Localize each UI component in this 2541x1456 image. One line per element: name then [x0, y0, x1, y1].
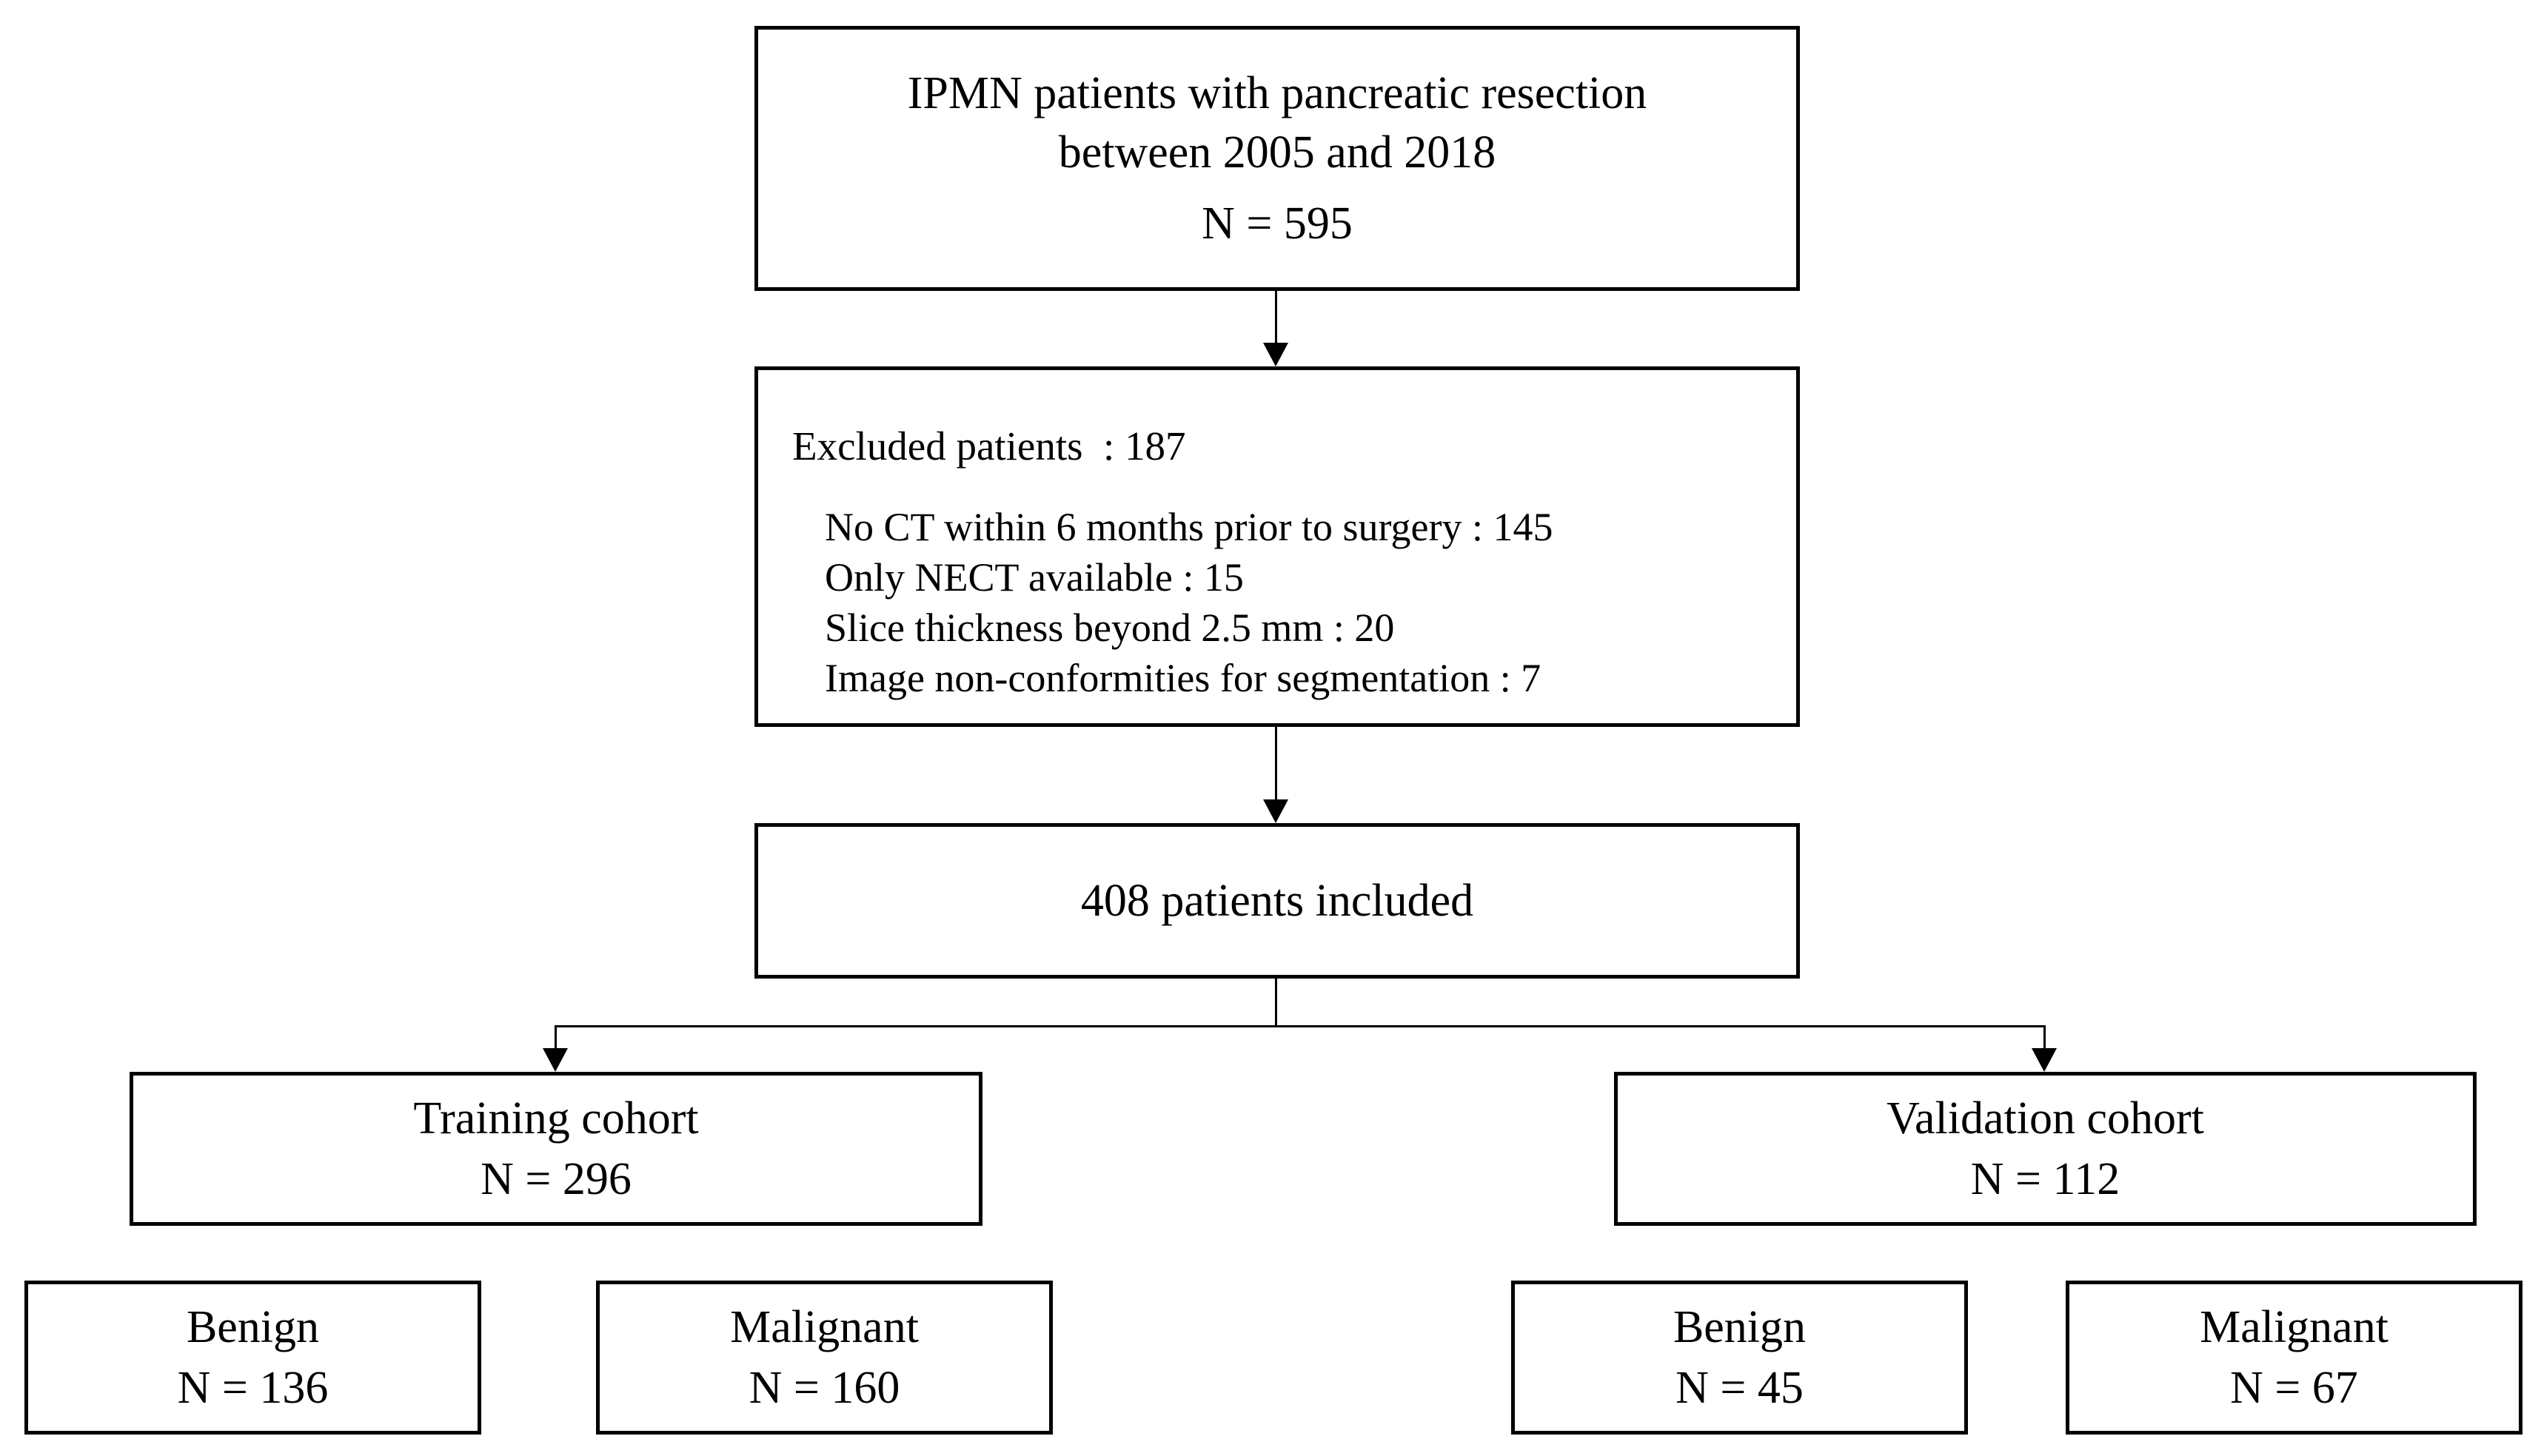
box-included-patients: 408 patients included — [754, 823, 1800, 979]
arrow-to-validation-head — [2032, 1048, 2057, 1072]
training-title: Training cohort — [413, 1093, 699, 1144]
box-training-benign: Benign N = 136 — [24, 1281, 481, 1435]
branch-stem — [1275, 979, 1277, 1027]
training-malignant-n: N = 160 — [749, 1363, 900, 1413]
training-malignant-title: Malignant — [730, 1302, 919, 1352]
validation-title: Validation cohort — [1886, 1093, 2204, 1144]
validation-benign-n: N = 45 — [1675, 1363, 1804, 1413]
box-source-population: IPMN patients with pancreatic resection … — [754, 26, 1800, 291]
box-validation-cohort: Validation cohort N = 112 — [1614, 1072, 2477, 1226]
box-training-cohort: Training cohort N = 296 — [130, 1072, 982, 1226]
box-validation-malignant: Malignant N = 67 — [2066, 1281, 2522, 1435]
validation-benign-title: Benign — [1673, 1302, 1807, 1352]
excluded-item: Image non-conformities for segmentation … — [825, 656, 1541, 700]
validation-malignant-title: Malignant — [2200, 1302, 2388, 1352]
arrow-excluded-to-included-stem — [1275, 727, 1277, 801]
validation-malignant-n: N = 67 — [2230, 1363, 2358, 1413]
branch-horizontal-line — [555, 1025, 2046, 1027]
training-benign-title: Benign — [186, 1302, 320, 1352]
source-n: N = 595 — [1202, 198, 1353, 249]
excluded-item: Only NECT available : 15 — [825, 555, 1244, 600]
excluded-header: Excluded patients : 187 — [792, 423, 1186, 469]
box-validation-benign: Benign N = 45 — [1511, 1281, 1968, 1435]
arrow-to-validation-stem — [2043, 1025, 2046, 1050]
included-label: 408 patients included — [1080, 876, 1474, 926]
source-line-1: IPMN patients with pancreatic resection — [907, 68, 1647, 118]
arrow-source-to-excluded-head — [1263, 343, 1288, 366]
box-training-malignant: Malignant N = 160 — [596, 1281, 1053, 1435]
arrow-source-to-excluded-stem — [1275, 291, 1277, 344]
arrow-excluded-to-included-head — [1263, 799, 1288, 823]
validation-n: N = 112 — [1970, 1154, 2120, 1204]
arrow-to-training-head — [543, 1048, 568, 1072]
source-line-2: between 2005 and 2018 — [1058, 127, 1496, 178]
box-excluded-patients: Excluded patients : 187 No CT within 6 m… — [754, 366, 1800, 727]
excluded-item: No CT within 6 months prior to surgery :… — [825, 505, 1553, 549]
arrow-to-training-stem — [555, 1025, 557, 1050]
training-n: N = 296 — [481, 1154, 632, 1204]
excluded-item: Slice thickness beyond 2.5 mm : 20 — [825, 605, 1395, 650]
training-benign-n: N = 136 — [177, 1363, 329, 1413]
